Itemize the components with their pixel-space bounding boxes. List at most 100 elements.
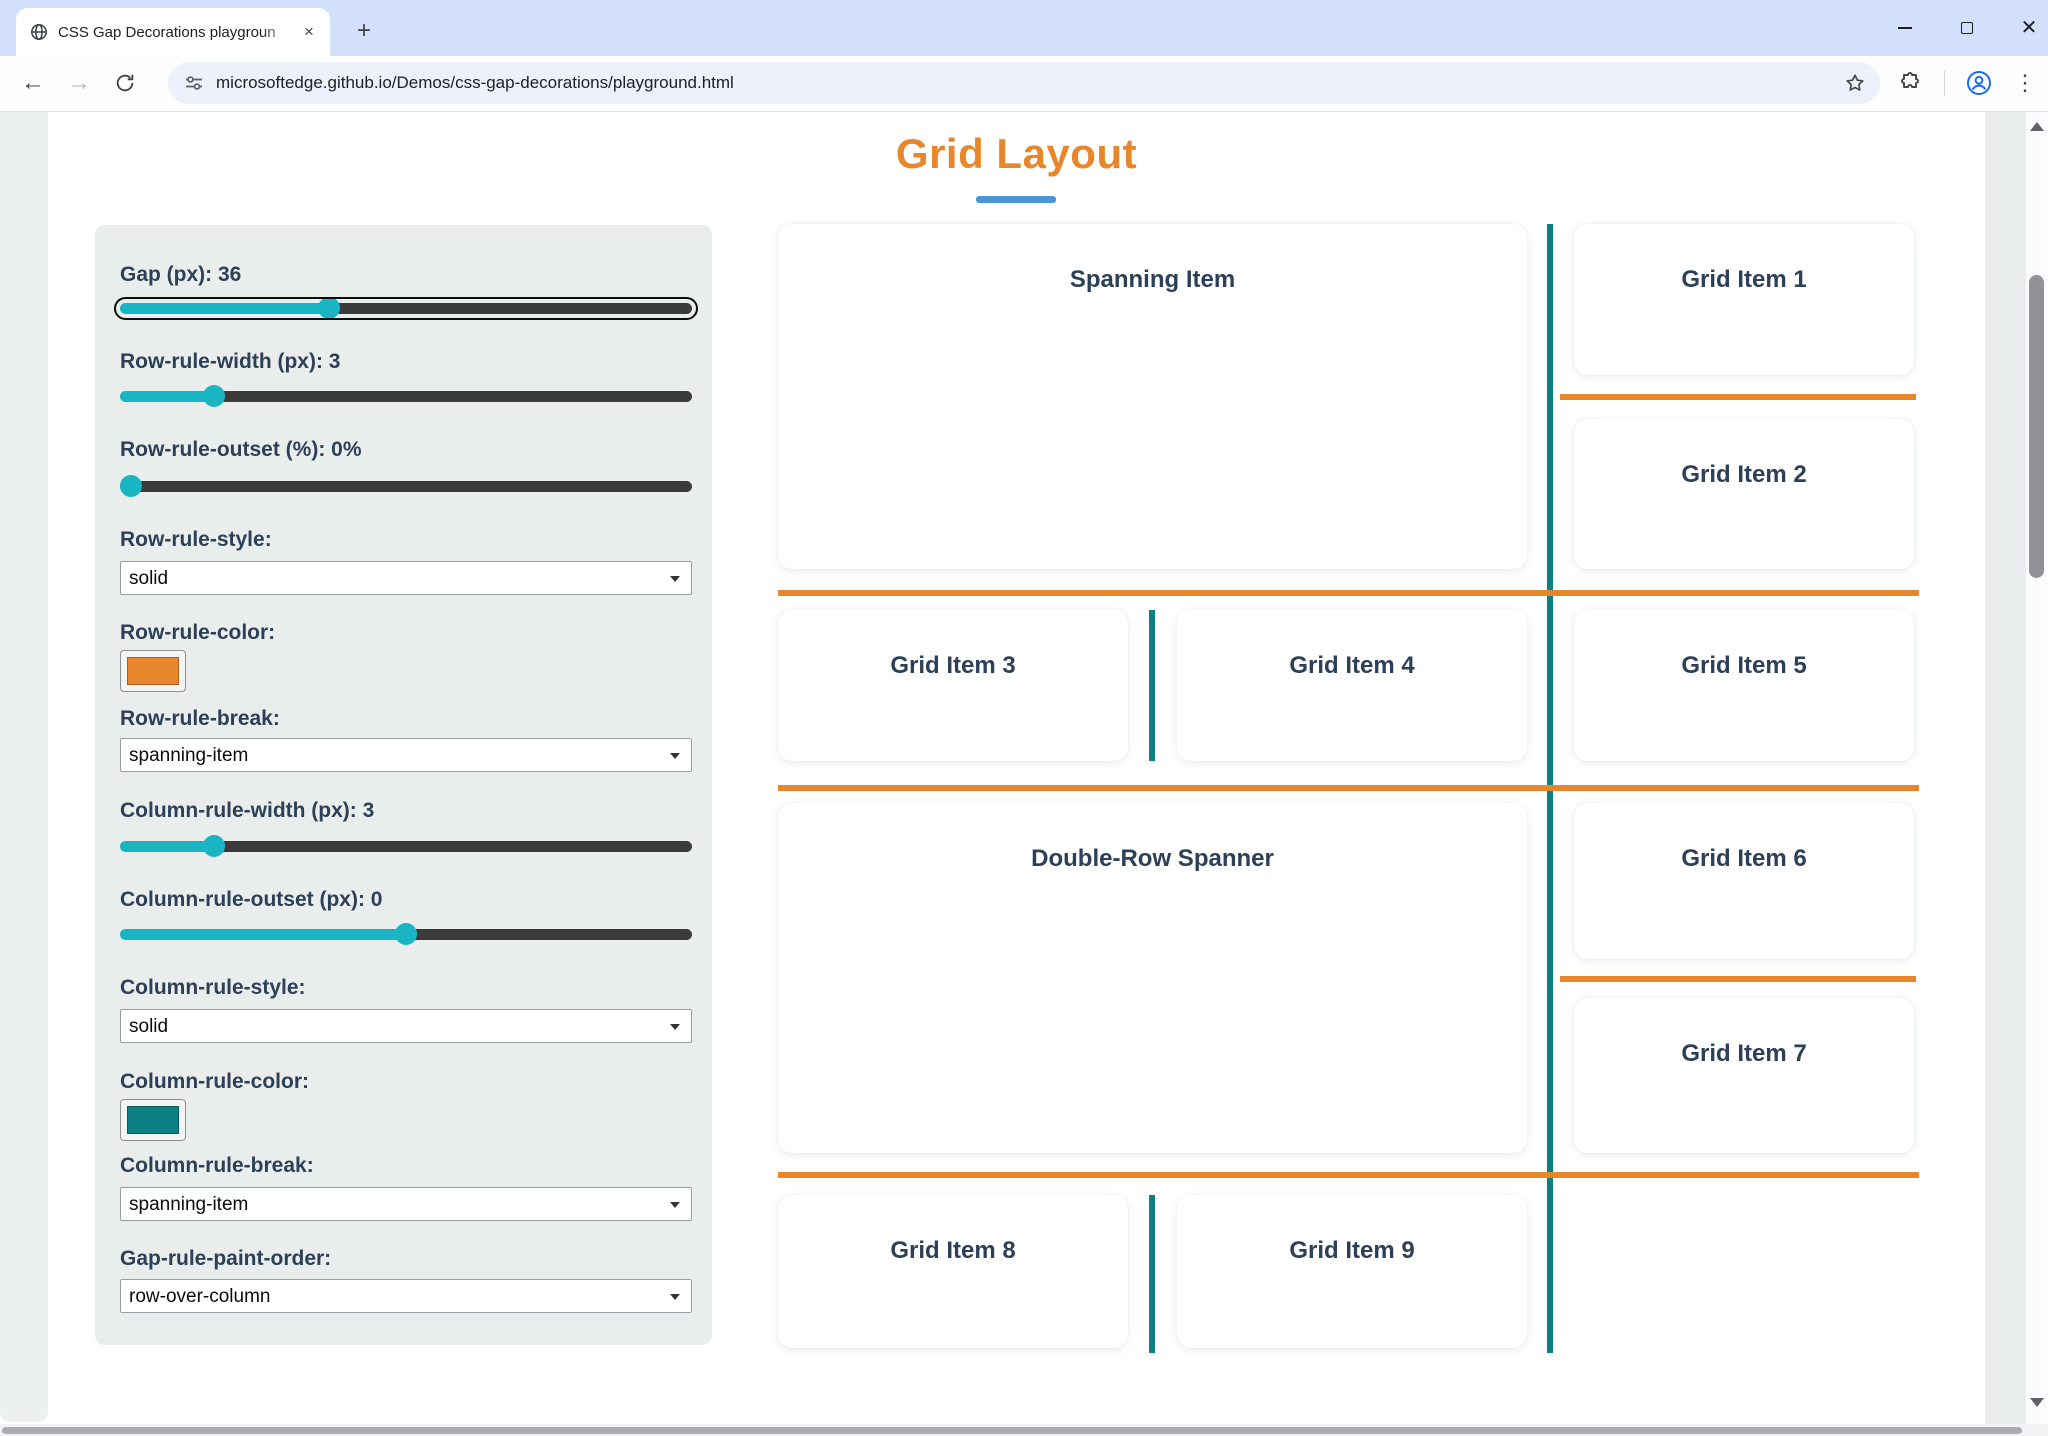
minimize-icon: [1898, 27, 1912, 29]
toolbar-divider: [0, 111, 2048, 112]
grid-item-label: Grid Item 1: [1681, 266, 1807, 293]
extensions-button[interactable]: [1893, 66, 1927, 100]
column-rule-style-label: Column-rule-style:: [120, 976, 306, 999]
grid-item-card: Grid Item 9: [1177, 1195, 1527, 1348]
toolbar-separator: [1944, 70, 1945, 96]
column-rule-width-label: Column-rule-width (px): 3: [120, 799, 375, 822]
column-rule-style-select-wrap: solid: [120, 1009, 692, 1043]
tab-close-icon[interactable]: ×: [304, 22, 314, 41]
reload-icon: [116, 74, 134, 92]
row-rule-color-swatch: [127, 657, 179, 685]
grid-item-card: Spanning Item: [778, 224, 1527, 569]
grid-item-card: Double-Row Spanner: [778, 803, 1527, 1153]
grid-item-label: Double-Row Spanner: [1031, 845, 1274, 872]
horizontal-scrollbar-thumb[interactable]: [2, 1427, 2022, 1434]
url-text: microsoftedge.github.io/Demos/css-gap-de…: [216, 73, 734, 92]
gap-slider[interactable]: [114, 296, 698, 320]
column-rule-color-label: Column-rule-color:: [120, 1070, 309, 1093]
grid-item-card: Grid Item 5: [1574, 610, 1914, 761]
column-rule-color-picker[interactable]: [120, 1099, 186, 1141]
forward-icon: →: [67, 69, 91, 96]
reload-button[interactable]: [106, 64, 144, 102]
gap-rule-paint-order-select[interactable]: row-over-column: [120, 1279, 692, 1313]
tab-title: CSS Gap Decorations playgroun: [58, 23, 276, 41]
title-underline: [976, 196, 1056, 203]
bookmark-star-icon[interactable]: [1844, 72, 1866, 94]
grid-item-label: Grid Item 2: [1681, 461, 1807, 488]
forward-button[interactable]: →: [60, 64, 98, 102]
three-dot-menu-icon: ⋮: [2014, 70, 2036, 95]
back-icon: ←: [21, 69, 45, 96]
grid-item-card: Grid Item 3: [778, 610, 1128, 761]
row-rule-width-slider[interactable]: [120, 390, 692, 402]
row-rule-line: [778, 785, 1919, 791]
grid-item-label: Grid Item 7: [1681, 1040, 1807, 1067]
gap-rule-paint-order-select-wrap: row-over-column: [120, 1279, 692, 1313]
back-button[interactable]: ←: [14, 64, 52, 102]
page-title: Grid Layout: [895, 130, 1138, 177]
row-rule-style-select[interactable]: solid: [120, 561, 692, 595]
gap-rule-paint-order-label: Gap-rule-paint-order:: [120, 1247, 332, 1270]
scrollbar-down-arrow-icon[interactable]: [2030, 1398, 2044, 1407]
row-rule-outset-slider[interactable]: [120, 480, 692, 492]
url-bar[interactable]: microsoftedge.github.io/Demos/css-gap-de…: [168, 62, 1880, 104]
row-rule-width-label: Row-rule-width (px): 3: [120, 350, 341, 373]
row-rule-style-label: Row-rule-style:: [120, 528, 272, 551]
window-minimize-button[interactable]: [1874, 0, 1936, 56]
window-maximize-button[interactable]: [1936, 0, 1998, 56]
row-rule-style-select-wrap: solid: [120, 561, 692, 595]
grid-item-card: Grid Item 4: [1177, 610, 1527, 761]
row-rule-break-select-wrap: spanning-item: [120, 738, 692, 772]
extensions-puzzle-icon: [1901, 72, 1919, 88]
grid-item-label: Spanning Item: [1069, 266, 1236, 293]
grid-item-card: Grid Item 8: [778, 1195, 1128, 1348]
scrollbar-corner: [2026, 1424, 2048, 1436]
grid-item-label: Grid Item 4: [1289, 652, 1415, 679]
controls-panel: Gap (px): 36 Row-rule-width (px): 3 Row-…: [95, 225, 712, 1345]
gap-slider-label: Gap (px): 36: [120, 263, 242, 286]
new-tab-button[interactable]: +: [356, 17, 371, 44]
row-rule-line: [778, 590, 1919, 596]
column-rule-break-select[interactable]: spanning-item: [120, 1187, 692, 1221]
row-rule-line: [1560, 394, 1916, 400]
tab-strip: CSS Gap Decorations playgroun × + ✕: [0, 0, 2048, 56]
scrollbar-up-arrow-icon[interactable]: [2030, 122, 2044, 131]
vertical-scrollbar-thumb[interactable]: [2029, 275, 2044, 578]
row-rule-color-label: Row-rule-color:: [120, 621, 276, 644]
browser-menu-button[interactable]: ⋮: [2008, 66, 2042, 100]
profile-button[interactable]: [1962, 66, 1996, 100]
row-rule-break-label: Row-rule-break:: [120, 707, 280, 730]
grid-item-label: Grid Item 8: [890, 1237, 1016, 1264]
column-rule-style-select[interactable]: solid: [120, 1009, 692, 1043]
grid-item-label: Grid Item 9: [1289, 1237, 1415, 1264]
column-rule-break-label: Column-rule-break:: [120, 1154, 314, 1177]
row-rule-outset-label: Row-rule-outset (%): 0%: [120, 438, 362, 461]
grid-item-card: Grid Item 7: [1574, 998, 1914, 1153]
row-rule-line: [1560, 976, 1916, 982]
grid-item-card: Grid Item 2: [1574, 419, 1914, 569]
maximize-icon: [1961, 22, 1973, 34]
row-rule-line: [778, 1172, 1919, 1178]
column-rule-color-swatch: [127, 1106, 179, 1134]
grid-item-label: Grid Item 6: [1681, 845, 1807, 872]
column-rule-outset-label: Column-rule-outset (px): 0: [120, 888, 383, 911]
column-rule-outset-slider[interactable]: [120, 928, 692, 940]
close-icon: ✕: [2020, 17, 2038, 39]
profile-avatar-icon: [1967, 71, 1991, 95]
row-rule-color-picker[interactable]: [120, 650, 186, 692]
grid-item-card: Grid Item 1: [1574, 224, 1914, 375]
column-rule-line: [1149, 1195, 1155, 1353]
browser-tab[interactable]: CSS Gap Decorations playgroun ×: [16, 8, 330, 56]
grid-item-label: Grid Item 5: [1681, 652, 1807, 679]
grid-item-card: Grid Item 6: [1574, 803, 1914, 959]
column-rule-break-select-wrap: spanning-item: [120, 1187, 692, 1221]
window-close-button[interactable]: ✕: [1998, 0, 2048, 56]
column-rule-width-slider[interactable]: [120, 840, 692, 852]
site-settings-icon[interactable]: [184, 73, 204, 93]
grid-item-label: Grid Item 3: [890, 652, 1016, 679]
row-rule-break-select[interactable]: spanning-item: [120, 738, 692, 772]
page-right-gutter: [1985, 112, 2026, 1424]
page-left-gutter: [0, 112, 48, 1422]
favicon-globe-icon: [30, 23, 48, 41]
